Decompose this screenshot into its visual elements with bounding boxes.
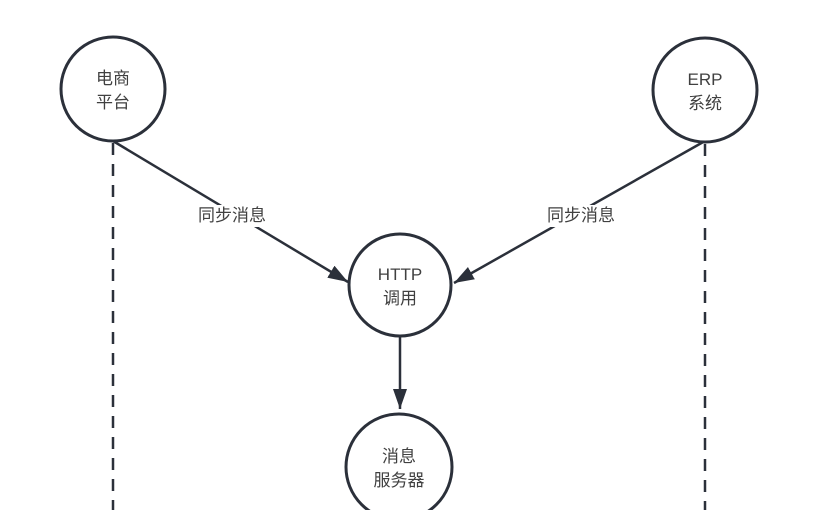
- node-http-label-line2: 调用: [383, 289, 417, 308]
- node-ecommerce-label-line1: 电商: [96, 69, 130, 88]
- node-http-circle: [347, 232, 453, 338]
- node-erp-label-line2: 系统: [688, 94, 722, 113]
- edge-label-erp-to-http: 同步消息: [544, 205, 618, 227]
- node-broker-label-line2: 服务器: [374, 471, 425, 490]
- node-http-label-line1: HTTP: [378, 265, 422, 284]
- node-erp-circle: [651, 36, 759, 144]
- node-ecommerce-circle: [59, 35, 167, 143]
- node-broker-circle: [344, 412, 454, 510]
- node-broker-label-line1: 消息: [382, 447, 416, 466]
- node-erp-label-line1: ERP: [688, 70, 723, 89]
- edge-label-ecommerce-to-http: 同步消息: [195, 205, 269, 227]
- node-ecommerce-label-line2: 平台: [96, 93, 130, 112]
